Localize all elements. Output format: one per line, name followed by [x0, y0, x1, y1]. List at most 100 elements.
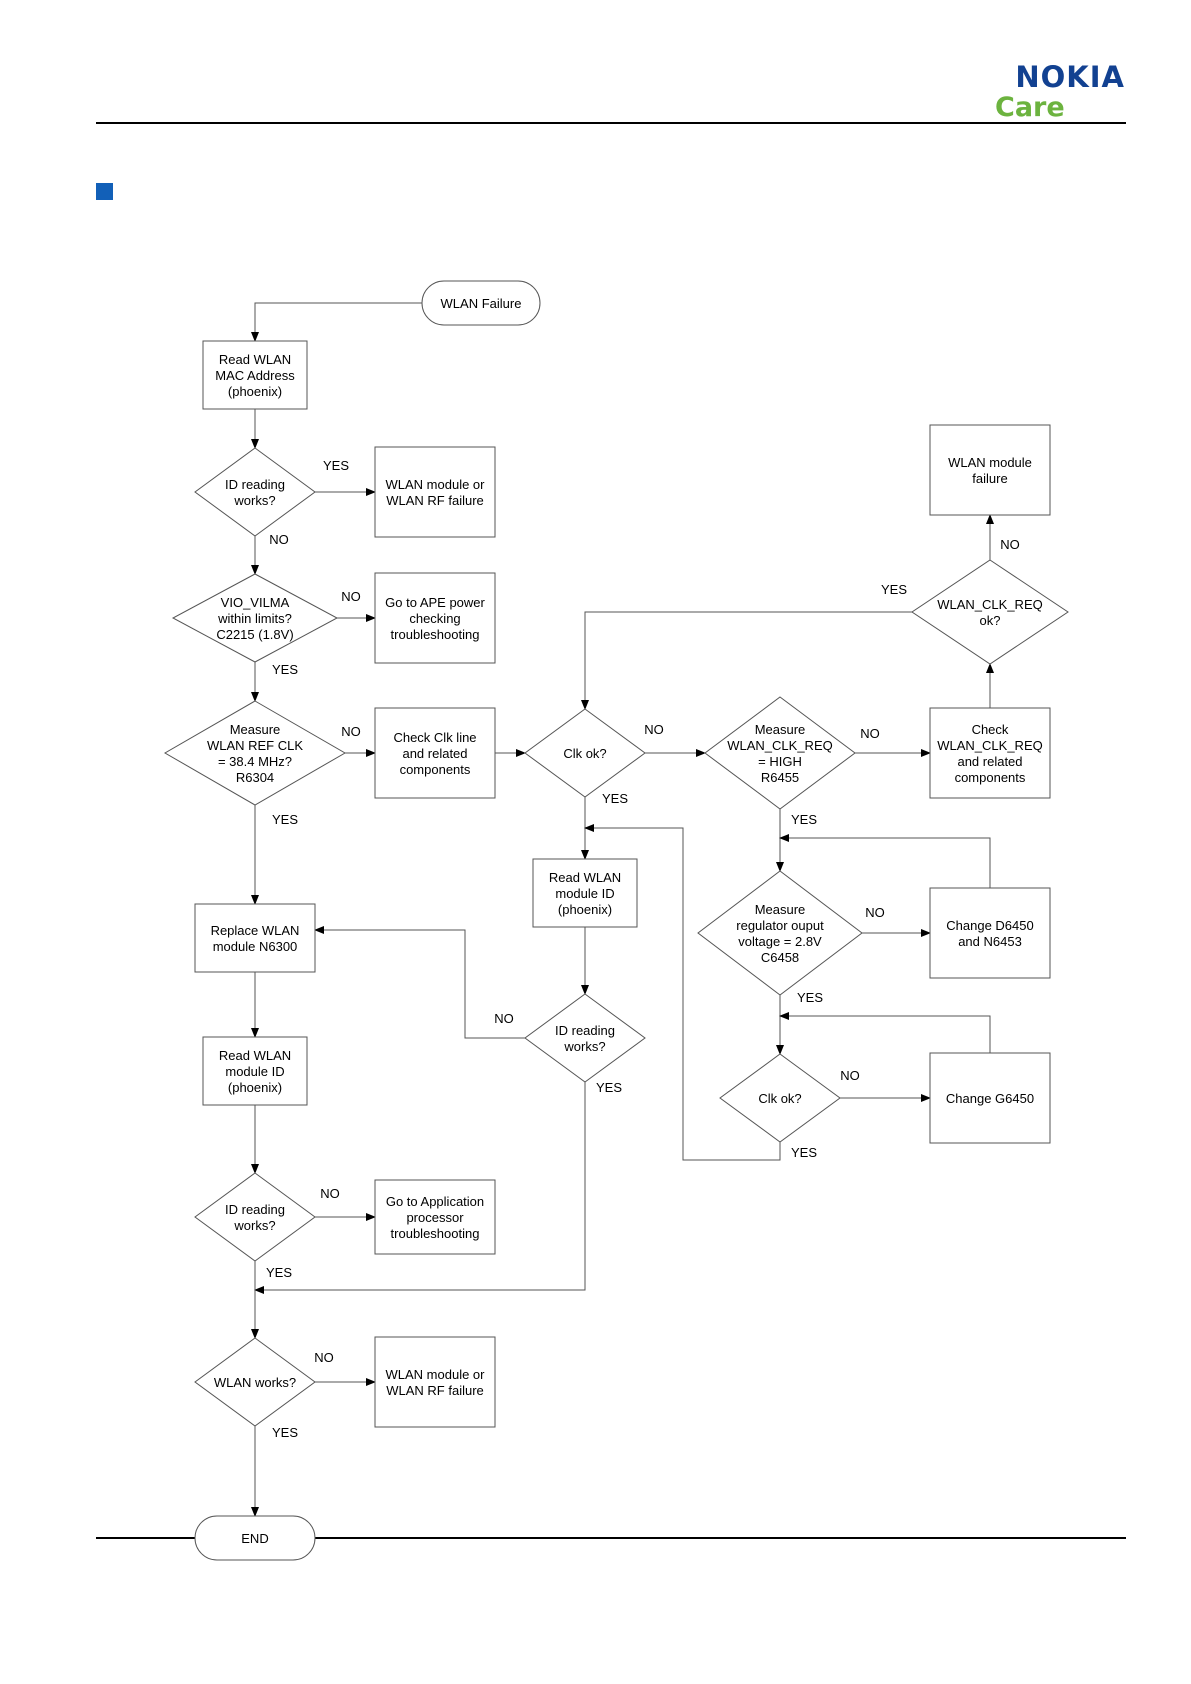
edge-label-no: NO	[494, 1011, 514, 1026]
node-text: Read WLAN	[549, 870, 621, 885]
node-wlan-works: WLAN works?	[194, 1337, 316, 1427]
edge-label-yes: YES	[272, 812, 298, 827]
node-text: Measure	[230, 722, 281, 737]
edge-label-no: NO	[341, 724, 361, 739]
box-shape	[532, 858, 638, 928]
diamond-shape	[697, 870, 863, 996]
node-text: Go to Application	[386, 1194, 484, 1209]
edge-label-yes: YES	[272, 1425, 298, 1440]
node-text: WLAN Failure	[441, 296, 522, 311]
logo-nokia: NOKIA	[1015, 60, 1125, 94]
node-text: WLAN module or	[386, 477, 486, 492]
node-text: WLAN_CLK_REQ	[937, 597, 1042, 612]
edge-label-yes: YES	[791, 812, 817, 827]
node-text: works?	[233, 1218, 275, 1233]
edge-label-yes: YES	[881, 582, 907, 597]
node-text: (phoenix)	[228, 384, 282, 399]
node-clk-ok-2: Clk ok?	[719, 1053, 841, 1143]
node-text: components	[400, 762, 471, 777]
edge-17	[254, 1082, 586, 1294]
box-shape	[374, 707, 496, 799]
node-text: Clk ok?	[563, 746, 606, 761]
header-rule	[96, 122, 1126, 124]
node-text: Measure	[755, 902, 806, 917]
diamond-shape	[171, 573, 339, 663]
edge-label-yes: YES	[602, 791, 628, 806]
node-text: WLAN module or	[386, 1367, 486, 1382]
node-text: components	[955, 770, 1026, 785]
box-shape	[374, 1179, 496, 1255]
node-text: works?	[563, 1039, 605, 1054]
edge-label-yes: YES	[797, 990, 823, 1005]
box-shape	[929, 887, 1051, 979]
node-clk-ok-1: Clk ok?	[524, 708, 646, 798]
nokia-care-logo: NOKIA Care	[995, 62, 1125, 124]
node-text: Change D6450	[946, 918, 1033, 933]
box-shape	[929, 424, 1051, 516]
box-shape	[202, 1036, 308, 1106]
edge-13	[581, 611, 912, 710]
node-text: troubleshooting	[391, 1226, 480, 1241]
node-text: WLAN_CLK_REQ	[727, 738, 832, 753]
edge-label-no: NO	[1000, 537, 1020, 552]
edge-label-no: NO	[644, 722, 664, 737]
node-text: WLAN REF CLK	[207, 738, 303, 753]
edge-label-yes: YES	[791, 1145, 817, 1160]
node-text: MAC Address	[215, 368, 295, 383]
edge-24	[584, 824, 781, 1161]
node-text: module N6300	[213, 939, 298, 954]
node-text: ok?	[980, 613, 1001, 628]
edge-label-yes: YES	[272, 662, 298, 677]
node-text: within limits?	[217, 611, 292, 626]
box-shape	[374, 446, 496, 538]
node-text: = 38.4 MHz?	[218, 754, 292, 769]
box-shape	[194, 903, 316, 973]
diamond-shape	[704, 696, 856, 810]
edge-23	[779, 1012, 991, 1053]
node-text: Check	[972, 722, 1009, 737]
diamond-shape	[911, 559, 1069, 665]
edge-label-no: NO	[865, 905, 885, 920]
node-text: and N6453	[958, 934, 1022, 949]
node-text: Read WLAN	[219, 1048, 291, 1063]
footer-rule	[96, 1537, 1126, 1539]
node-text: troubleshooting	[391, 627, 480, 642]
edge-label-yes: YES	[266, 1265, 292, 1280]
node-text: ID reading	[225, 477, 285, 492]
node-text: failure	[972, 471, 1007, 486]
edge-label-no: NO	[314, 1350, 334, 1365]
box-shape	[929, 707, 1051, 799]
node-text: Go to APE power	[385, 595, 485, 610]
diamond-shape	[524, 993, 646, 1083]
node-text: Measure	[755, 722, 806, 737]
node-text: Check Clk line	[393, 730, 476, 745]
diamond-shape	[194, 1172, 316, 1262]
terminal-shape	[421, 280, 541, 326]
node-text: Clk ok?	[758, 1091, 801, 1106]
edge-0	[251, 302, 422, 342]
node-text: and related	[402, 746, 467, 761]
edge-16	[314, 926, 525, 1039]
node-text: R6304	[236, 770, 274, 785]
box-shape	[374, 1336, 496, 1428]
node-text: C6458	[761, 950, 799, 965]
node-text: VIO_VILMA	[221, 595, 290, 610]
box-shape	[202, 340, 308, 410]
diamond-shape	[524, 708, 646, 798]
edge-label-no: NO	[320, 1186, 340, 1201]
node-text: Replace WLAN	[211, 923, 300, 938]
node-text: works?	[233, 493, 275, 508]
edge-label-no: NO	[840, 1068, 860, 1083]
node-text: WLAN module	[948, 455, 1032, 470]
